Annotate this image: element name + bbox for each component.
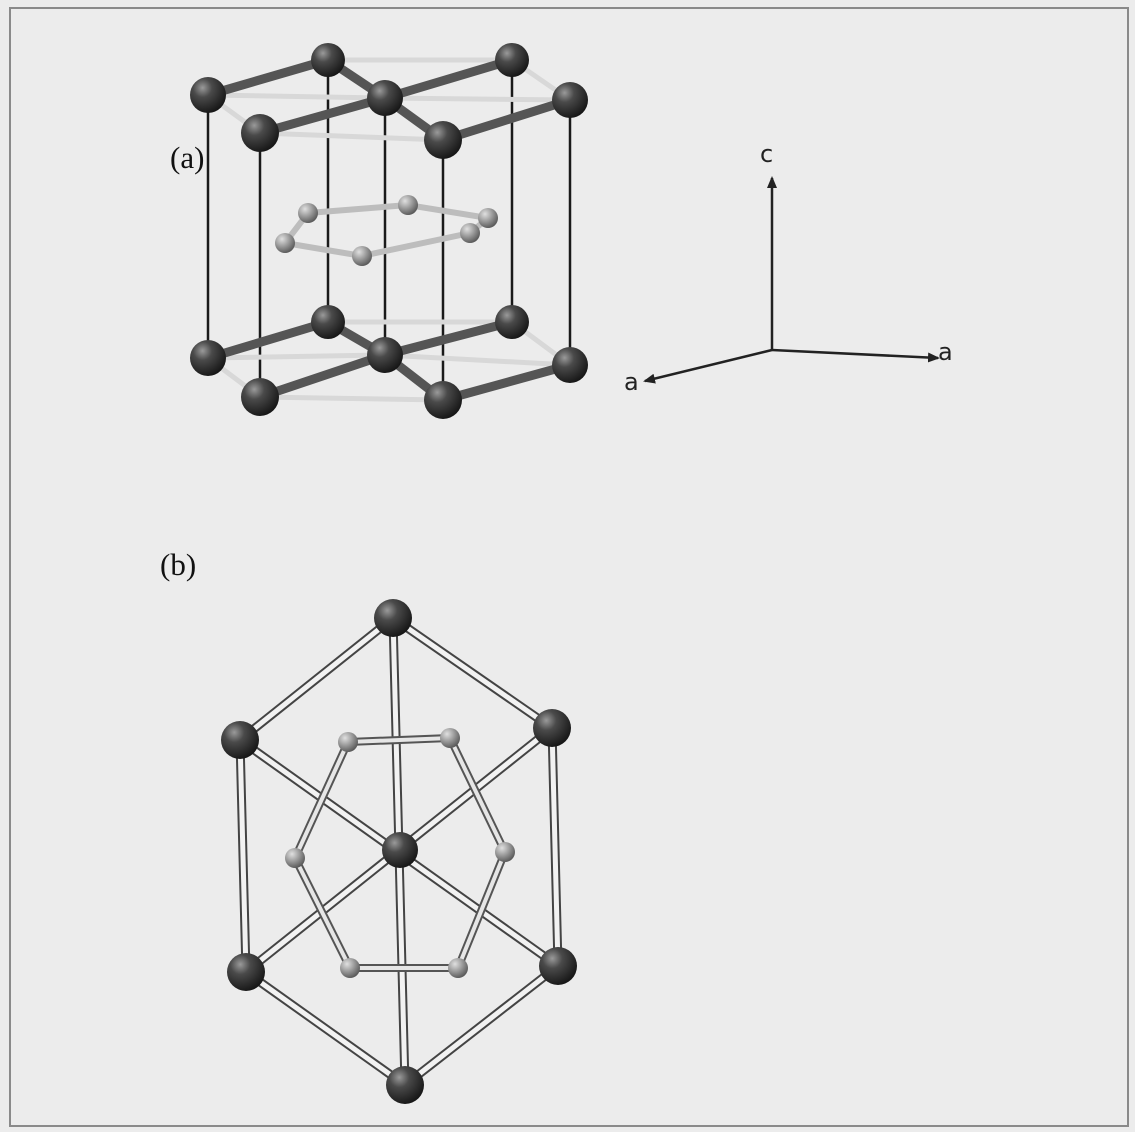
center-atom <box>382 832 418 868</box>
panel-a-label: (a) <box>170 140 205 175</box>
axis-a-left-arrow <box>643 348 773 384</box>
panel-b-structure <box>221 599 577 1104</box>
bottom-layer-atoms <box>190 305 588 419</box>
axis-a-right-arrow <box>771 348 940 363</box>
axis-a-right-label: a <box>938 338 953 366</box>
panel-a-structure <box>190 43 588 419</box>
axis-triad <box>643 176 940 384</box>
outer-hexagon-atoms <box>221 599 577 1104</box>
panel-b-label: (b) <box>160 547 197 582</box>
page-border <box>9 7 1129 1127</box>
axis-a-left-label: a <box>624 368 639 396</box>
inner-hexagon-atoms <box>285 728 515 978</box>
axis-c-label: c <box>760 140 774 168</box>
top-layer-atoms <box>190 43 588 159</box>
middle-hexagon-atoms <box>275 195 498 266</box>
